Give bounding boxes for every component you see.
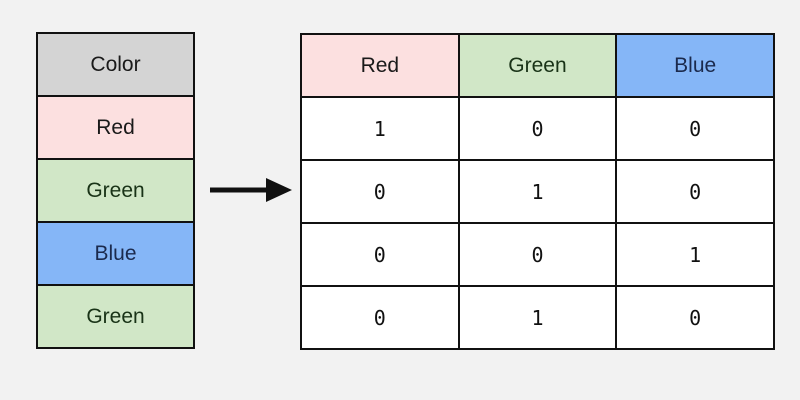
table-row: 1 0 0 xyxy=(300,96,775,161)
onehot-table-head: Red Green Blue xyxy=(300,33,775,98)
source-cell-green-2: Green xyxy=(36,284,195,349)
onehot-header-green: Green xyxy=(457,33,618,98)
onehot-cell-r0c1: 0 xyxy=(457,96,618,161)
onehot-cell-r3c0: 0 xyxy=(300,285,460,350)
onehot-cell-r1c1: 1 xyxy=(457,159,618,224)
source-cell-red-1: Red xyxy=(36,95,195,160)
onehot-header-blue: Blue xyxy=(615,33,775,98)
table-row: 0 0 1 xyxy=(300,222,775,287)
onehot-cell-r3c2: 0 xyxy=(615,285,775,350)
source-cell-blue-1: Blue xyxy=(36,221,195,286)
arrow-right-icon xyxy=(210,178,292,202)
source-header-row: Color xyxy=(36,32,195,97)
onehot-header-red: Red xyxy=(300,33,460,98)
table-row: Green xyxy=(36,284,195,349)
onehot-cell-r0c2: 0 xyxy=(615,96,775,161)
table-row: Green xyxy=(36,158,195,223)
source-table-body: Color Red Green Blue Green xyxy=(36,32,195,349)
source-column-header: Color xyxy=(36,32,195,97)
onehot-cell-r1c2: 0 xyxy=(615,159,775,224)
onehot-header-row: Red Green Blue xyxy=(300,33,775,98)
table-row: 0 1 0 xyxy=(300,159,775,224)
table-row: Blue xyxy=(36,221,195,286)
onehot-cell-r2c2: 1 xyxy=(615,222,775,287)
onehot-cell-r3c1: 1 xyxy=(457,285,618,350)
source-cell-green-1: Green xyxy=(36,158,195,223)
table-row: Red xyxy=(36,95,195,160)
onehot-cell-r2c0: 0 xyxy=(300,222,460,287)
table-row: 0 1 0 xyxy=(300,285,775,350)
source-color-table: Color Red Green Blue Green xyxy=(36,32,195,349)
onehot-cell-r0c0: 1 xyxy=(300,96,460,161)
onehot-cell-r2c1: 0 xyxy=(457,222,618,287)
onehot-cell-r1c0: 0 xyxy=(300,159,460,224)
onehot-table-body: 1 0 0 0 1 0 0 0 1 0 1 0 xyxy=(300,96,775,350)
onehot-encoded-table: Red Green Blue 1 0 0 0 1 0 0 0 1 0 xyxy=(300,33,775,350)
